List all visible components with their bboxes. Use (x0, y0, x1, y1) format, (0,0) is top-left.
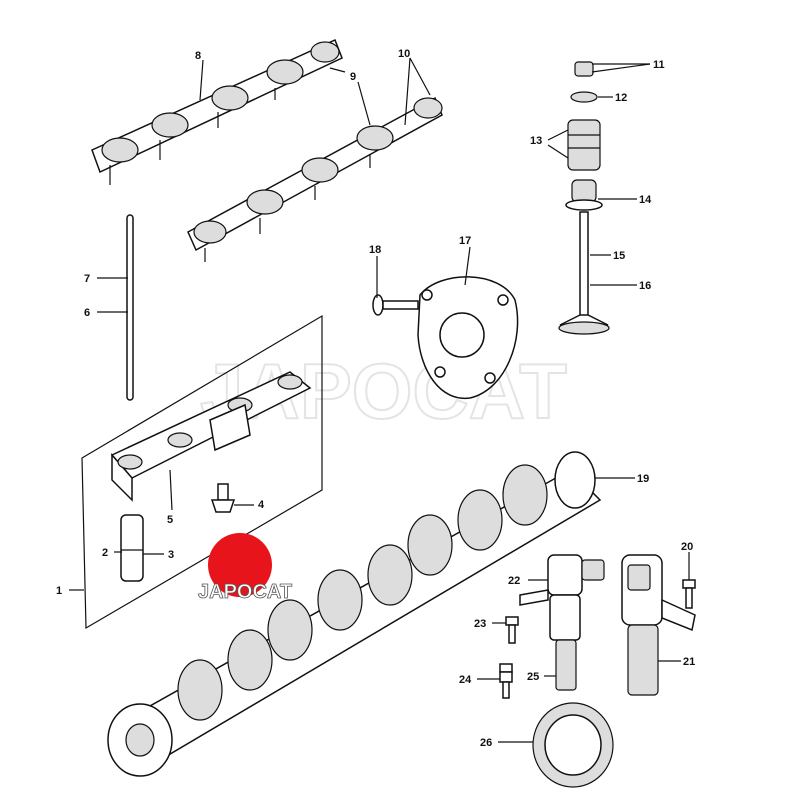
logo-text: JAPOCAT (198, 581, 292, 603)
cover-plate (417, 276, 519, 399)
rocker-arm-assembly-right (187, 96, 443, 262)
callout-19: 19 (637, 473, 649, 485)
callout-2: 2 (102, 547, 108, 559)
oil-control-solenoid (621, 554, 696, 696)
lifter (120, 514, 144, 582)
callout-4: 4 (258, 499, 265, 511)
callout-18: 18 (369, 244, 381, 256)
callout-3: 3 (168, 549, 174, 561)
callout-24: 24 (459, 674, 472, 686)
plate-bolt (372, 294, 419, 316)
callout-12: 12 (615, 92, 627, 104)
valve-seal (565, 179, 603, 211)
callout-9: 9 (350, 71, 356, 83)
callout-7: 7 (84, 273, 90, 285)
callout-labels: 8 9 10 11 12 13 14 15 16 17 18 7 6 4 5 2… (56, 48, 695, 749)
leader-lines (69, 57, 690, 743)
callout-10: 10 (398, 48, 410, 60)
callout-8: 8 (195, 50, 201, 62)
valve-spring (567, 119, 601, 171)
callout-14: 14 (639, 194, 652, 206)
camshaft-position-sensor (519, 554, 605, 691)
lifter-guide (110, 371, 312, 502)
callout-20: 20 (681, 541, 693, 553)
sensor-stud (499, 663, 513, 699)
camshaft (107, 451, 602, 777)
japocat-logo: JAPOCAT (198, 533, 292, 603)
logo-red-circle (208, 533, 272, 597)
valve (558, 211, 610, 335)
pushrod (126, 214, 134, 401)
callout-5: 5 (167, 514, 173, 526)
camshaft-seal (532, 702, 614, 788)
lifter-kit-box (81, 314, 323, 630)
valve-keepers (574, 61, 594, 77)
callout-21: 21 (683, 656, 695, 668)
callout-25: 25 (527, 671, 539, 683)
callout-22: 22 (508, 575, 520, 587)
rocker-arm-assembly-left (91, 38, 343, 185)
callout-1: 1 (56, 585, 62, 597)
callout-16: 16 (639, 280, 651, 292)
callout-23: 23 (474, 618, 486, 630)
callout-6: 6 (84, 307, 90, 319)
callout-15: 15 (613, 250, 625, 262)
guide-bolt (210, 483, 236, 513)
sensor-bolt (505, 616, 519, 644)
callout-13: 13 (530, 135, 542, 147)
callout-26: 26 (480, 737, 492, 749)
callout-11: 11 (653, 59, 665, 71)
valve-spring-retainer (570, 91, 598, 103)
solenoid-bolt (682, 579, 696, 609)
callout-17: 17 (459, 235, 471, 247)
